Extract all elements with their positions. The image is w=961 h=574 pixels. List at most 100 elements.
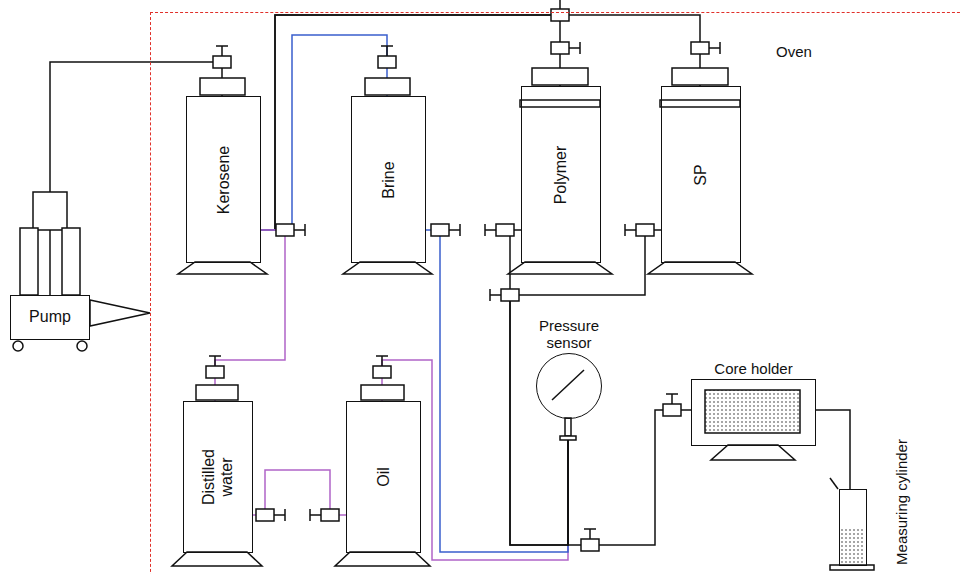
vessel: Distilled water bbox=[183, 401, 253, 553]
valve bbox=[378, 46, 396, 68]
vessel-base bbox=[172, 552, 262, 566]
valve bbox=[663, 394, 681, 416]
node-label: Pressure sensor bbox=[524, 317, 614, 352]
valve-body bbox=[551, 9, 569, 21]
gauge-stem bbox=[565, 418, 571, 436]
valve-handle bbox=[584, 529, 596, 539]
node-label: Polymer bbox=[552, 145, 570, 204]
valve-body bbox=[581, 539, 599, 551]
vessel-cap bbox=[365, 78, 410, 95]
gauge-needle bbox=[552, 370, 584, 400]
node-label: Oven bbox=[776, 43, 812, 60]
valve-handle bbox=[294, 224, 305, 236]
pipe-line bbox=[382, 360, 568, 560]
piston-vessel: SP bbox=[661, 86, 741, 263]
valve-handle bbox=[310, 509, 321, 521]
valve-body bbox=[373, 366, 391, 378]
node-label: Measuring cylinder bbox=[893, 439, 910, 565]
node-label: Brine bbox=[379, 161, 397, 198]
node-label: Pump bbox=[29, 308, 71, 326]
node-label: Core holder bbox=[714, 360, 792, 377]
valve bbox=[490, 289, 519, 301]
pump-cylinder bbox=[62, 228, 80, 295]
node-label: Oil bbox=[374, 467, 392, 487]
vessel: Kerosene bbox=[186, 96, 261, 263]
valve-handle bbox=[490, 289, 501, 301]
valve-body bbox=[501, 289, 519, 301]
valve bbox=[256, 509, 285, 521]
vessel-base bbox=[648, 262, 752, 274]
pump-head bbox=[33, 192, 67, 230]
pump-wheel bbox=[77, 341, 87, 351]
valve-handle bbox=[569, 42, 580, 54]
oven-region: OvenKerosene Brine Polymer SP Distilled wate… bbox=[150, 12, 961, 574]
pipe-line bbox=[816, 410, 850, 489]
pipe-line bbox=[261, 15, 560, 230]
valve-handle bbox=[274, 509, 285, 521]
valve-body bbox=[321, 509, 339, 521]
gauge-foot bbox=[560, 436, 576, 440]
valve-body bbox=[663, 404, 681, 416]
valve bbox=[206, 356, 224, 378]
valve-handle bbox=[485, 224, 496, 236]
vessel-cap bbox=[532, 68, 588, 85]
node-label: Distilled water bbox=[200, 432, 237, 522]
valve-body bbox=[256, 509, 274, 521]
valve bbox=[373, 356, 391, 378]
valve-handle bbox=[625, 224, 636, 236]
valve-body bbox=[206, 366, 224, 378]
pipe-line bbox=[510, 230, 568, 545]
pipe-line bbox=[568, 410, 691, 545]
measuring-cylinder: Measuring cylinder bbox=[839, 489, 867, 566]
valve bbox=[310, 509, 339, 521]
valve-handle bbox=[449, 224, 460, 236]
valve-handle bbox=[666, 394, 678, 404]
node-label: Kerosene bbox=[214, 145, 232, 214]
valve-handle bbox=[381, 46, 393, 56]
valve-handle bbox=[709, 42, 720, 54]
pipe-line bbox=[215, 230, 285, 401]
vessel-base bbox=[508, 262, 612, 274]
pump-wheel bbox=[13, 341, 23, 351]
valve-body bbox=[551, 42, 569, 54]
valve bbox=[551, 0, 569, 21]
valve-body bbox=[496, 224, 514, 236]
pipe-line bbox=[261, 15, 700, 230]
valve bbox=[551, 42, 580, 54]
valve-handle bbox=[376, 356, 388, 366]
valve bbox=[431, 224, 460, 236]
core-sample bbox=[705, 390, 800, 433]
vessel-cap bbox=[196, 385, 238, 400]
collected-fluid bbox=[840, 528, 864, 564]
valve bbox=[691, 42, 720, 54]
vessel-base bbox=[178, 262, 267, 274]
valve-body bbox=[213, 56, 231, 68]
vessel-base bbox=[335, 552, 430, 566]
valve-body bbox=[378, 56, 396, 68]
vessel: Brine bbox=[351, 96, 426, 263]
valve-body bbox=[636, 224, 654, 236]
holder-stand bbox=[711, 445, 795, 460]
valve-body bbox=[691, 42, 709, 54]
valve-handle bbox=[216, 46, 228, 56]
piston-vessel: Polymer bbox=[521, 86, 601, 263]
valve-handle bbox=[209, 356, 221, 366]
valve-body bbox=[276, 224, 294, 236]
valve-handle bbox=[554, 0, 566, 9]
vessel-cap bbox=[361, 385, 404, 400]
valve bbox=[581, 529, 599, 551]
cylinder-spout bbox=[830, 478, 838, 489]
vessel-cap bbox=[200, 78, 245, 95]
valve bbox=[485, 224, 514, 236]
piston bbox=[660, 100, 740, 107]
pipe-line bbox=[510, 230, 661, 545]
pump-handle bbox=[90, 300, 150, 326]
vessel-base bbox=[343, 262, 432, 274]
valve bbox=[625, 224, 654, 236]
piston bbox=[520, 100, 600, 107]
valve bbox=[276, 224, 305, 236]
valve bbox=[213, 46, 231, 68]
core-holder: Core holder bbox=[691, 379, 816, 446]
